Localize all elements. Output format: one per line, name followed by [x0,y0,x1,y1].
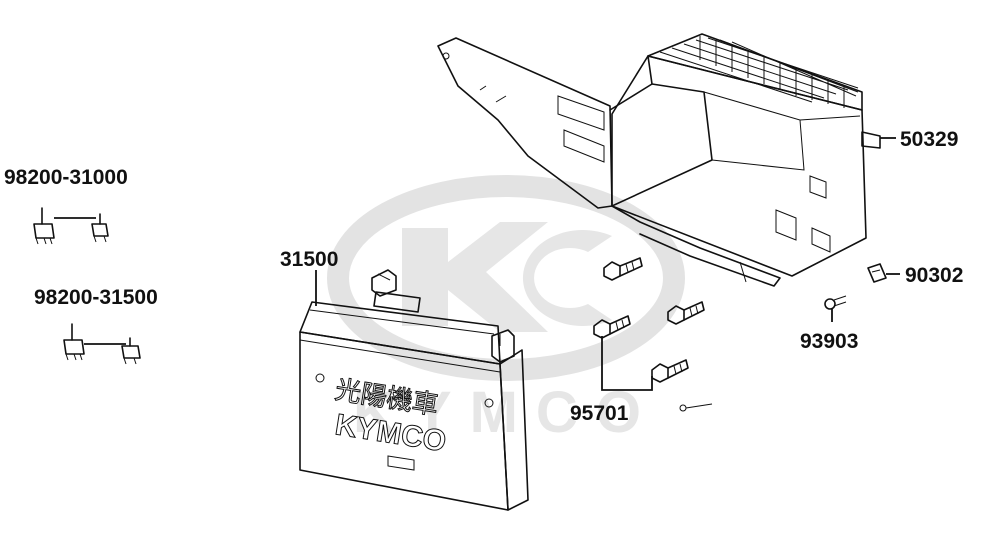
label-bolt-95701: 95701 [570,402,629,425]
watermark-text: KYMCO [353,380,659,445]
label-fuse-98200-31500: 98200-31500 [34,286,158,309]
bolt-set-part [593,257,713,412]
fuse-98200-31000-part [33,207,109,245]
label-clip-nut-90302: 90302 [905,264,963,287]
case-ribs [659,36,859,108]
label-fuse-98200-31000: 98200-31000 [4,166,128,189]
clip-nut-part [867,263,887,283]
bolt-3 [593,315,631,339]
battery-case-part [437,33,881,287]
bolt-4 [651,359,689,383]
bolt-2 [667,301,705,325]
label-screw-93903: 93903 [800,330,858,353]
leader-lines [315,137,900,391]
fuse-98200-31500-part [63,323,141,365]
bolt-1 [603,257,643,281]
screw-part [824,295,847,310]
label-battery-case-50329: 50329 [900,128,958,151]
label-battery-31500: 31500 [280,248,338,271]
kymco-watermark-logo: KYMCO [327,175,685,445]
